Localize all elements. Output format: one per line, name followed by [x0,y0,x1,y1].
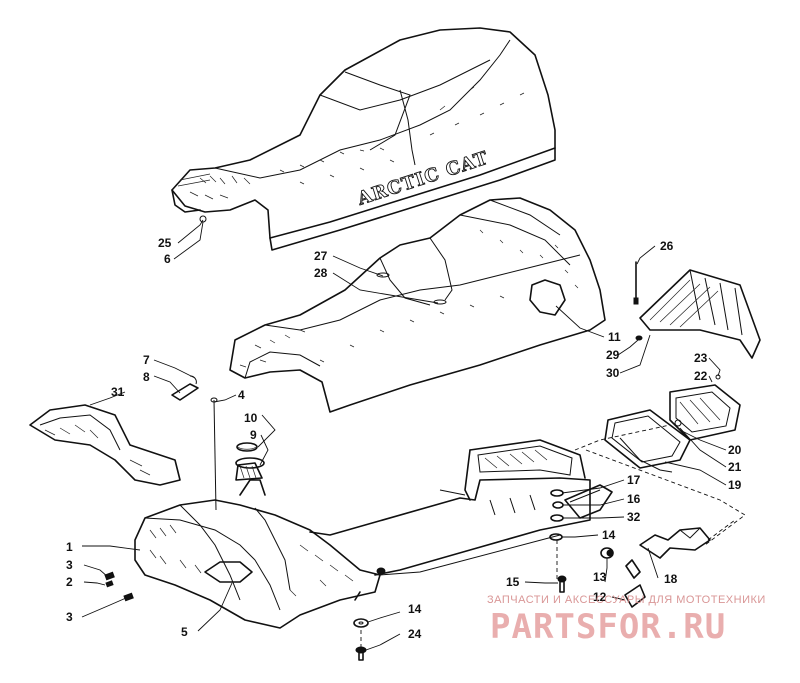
callout-19: 19 [728,478,742,492]
callout-6: 6 [164,252,171,266]
callout-3-lower: 3 [66,610,73,624]
leader-lines [81,219,746,651]
side-panel [29,404,181,486]
callout-16: 16 [627,492,641,506]
callout-29: 29 [606,348,620,362]
rear-bracket [633,261,761,359]
callout-9: 9 [250,428,257,442]
fuel-tank [104,375,591,629]
callout-31: 31 [111,385,125,399]
callout-25: 25 [158,236,172,250]
callout-24: 24 [408,627,422,641]
callout-labels: 25 6 27 28 26 11 29 30 23 22 7 8 31 4 10… [66,236,742,641]
callout-14-upper: 14 [602,528,616,542]
callout-26: 26 [660,239,674,253]
callout-27: 27 [314,249,328,263]
callout-1: 1 [66,540,73,554]
callout-3-upper: 3 [66,558,73,572]
callout-30: 30 [606,366,620,380]
callout-2: 2 [66,575,73,589]
callout-18: 18 [664,572,678,586]
watermark: ЗАПЧАСТИ И АКСЕССУАРЫ ДЛЯ МОТОТЕХНИКИ PA… [487,594,766,647]
callout-22: 22 [694,369,708,383]
callout-20: 20 [728,443,742,457]
callout-4: 4 [238,388,245,402]
callout-7: 7 [143,353,150,367]
callout-23: 23 [694,351,708,365]
callout-8: 8 [143,370,150,384]
callout-12: 12 [593,590,607,604]
tail-light [604,374,741,473]
watermark-caption: ЗАПЧАСТИ И АКСЕССУАРЫ ДЛЯ МОТОТЕХНИКИ [487,594,766,606]
callout-13: 13 [593,570,607,584]
upper-seat: ARCTIC CAT [171,27,556,251]
callout-5: 5 [181,625,188,639]
callout-10: 10 [244,411,258,425]
callout-28: 28 [314,266,328,280]
seat-logo-text: ARCTIC CAT [354,148,491,210]
callout-14-lower: 14 [408,602,422,616]
callout-32: 32 [627,510,641,524]
callout-11: 11 [608,330,621,344]
seat-foam [229,197,606,413]
watermark-logo: PARTSFOR.RU [490,607,726,647]
callout-17: 17 [627,473,641,487]
callout-21: 21 [728,460,742,474]
callout-15: 15 [506,575,520,589]
